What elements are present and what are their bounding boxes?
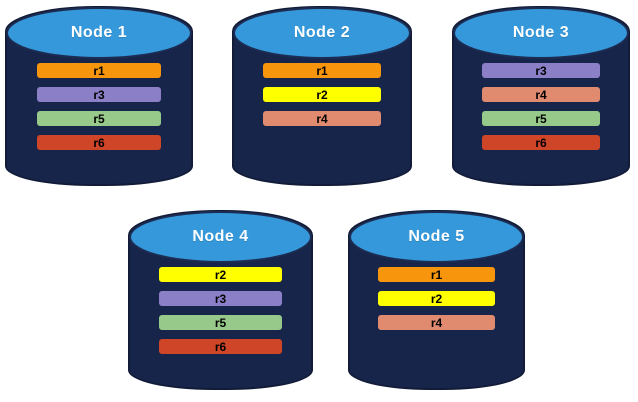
- node-label: Node 5: [408, 228, 465, 245]
- replica-label: r2: [316, 87, 328, 102]
- replica-bar[interactable]: r6: [482, 135, 600, 150]
- cylinder-top-ellipse: Node 1: [6, 7, 192, 59]
- replica-bar[interactable]: r5: [159, 315, 282, 330]
- replica-label: r2: [430, 291, 443, 306]
- replica-bar[interactable]: r4: [378, 315, 495, 330]
- replica-bar[interactable]: r1: [262, 63, 382, 78]
- node-label: Node 4: [192, 228, 249, 245]
- node-label: Node 2: [293, 24, 351, 41]
- replica-bar[interactable]: r2: [159, 267, 282, 282]
- database-node-cylinder[interactable]: Node 2 r1 r2 r4: [232, 6, 412, 186]
- replica-label: r1: [430, 267, 443, 282]
- replica-label: r5: [535, 111, 547, 126]
- replica-bar[interactable]: r6: [36, 135, 162, 150]
- replica-bar[interactable]: r1: [378, 267, 495, 282]
- replica-bar[interactable]: r4: [482, 87, 600, 102]
- cylinder-top-ellipse: Node 2: [233, 7, 411, 59]
- replica-bar[interactable]: r5: [482, 111, 600, 126]
- database-node-cylinder[interactable]: Node 3 r3 r4 r5 r6: [452, 6, 630, 186]
- replica-label: r6: [93, 135, 105, 150]
- replica-label: r6: [535, 135, 547, 150]
- replica-label: r3: [535, 63, 547, 78]
- replica-bar[interactable]: r1: [36, 63, 162, 78]
- replica-label: r6: [214, 339, 227, 354]
- replica-label: r2: [214, 267, 227, 282]
- replica-bar[interactable]: r5: [36, 111, 162, 126]
- cylinder-top-ellipse: Node 4: [129, 211, 312, 263]
- replica-label: r3: [214, 291, 227, 306]
- replica-bar[interactable]: r6: [159, 339, 282, 354]
- database-node-cylinder[interactable]: Node 4 r2 r3 r5 r6: [128, 210, 313, 390]
- replica-label: r1: [93, 63, 105, 78]
- replica-list: r1 r3 r5 r6: [5, 63, 193, 150]
- replica-label: r4: [535, 87, 547, 102]
- replica-bar[interactable]: r2: [378, 291, 495, 306]
- database-node-cylinder[interactable]: Node 1 r1 r3 r5 r6: [5, 6, 193, 186]
- replica-label: r4: [430, 315, 443, 330]
- node-label: Node 3: [512, 24, 570, 41]
- replica-label: r4: [316, 111, 328, 126]
- cylinder-top-ellipse: Node 5: [349, 211, 524, 263]
- replica-label: r3: [93, 87, 105, 102]
- replica-list: r3 r4 r5 r6: [452, 63, 630, 150]
- replica-list: r1 r2 r4: [348, 267, 525, 330]
- replica-bar[interactable]: r3: [482, 63, 600, 78]
- replica-label: r5: [93, 111, 105, 126]
- replica-list: r2 r3 r5 r6: [128, 267, 313, 354]
- database-node-cylinder[interactable]: Node 5 r1 r2 r4: [348, 210, 525, 390]
- replica-list: r1 r2 r4: [232, 63, 412, 126]
- replica-bar[interactable]: r3: [159, 291, 282, 306]
- replica-label: r1: [316, 63, 328, 78]
- replica-label: r5: [214, 315, 227, 330]
- replica-bar[interactable]: r4: [262, 111, 382, 126]
- node-label: Node 1: [70, 24, 128, 41]
- cylinder-top-ellipse: Node 3: [453, 7, 629, 59]
- replica-bar[interactable]: r2: [262, 87, 382, 102]
- replica-bar[interactable]: r3: [36, 87, 162, 102]
